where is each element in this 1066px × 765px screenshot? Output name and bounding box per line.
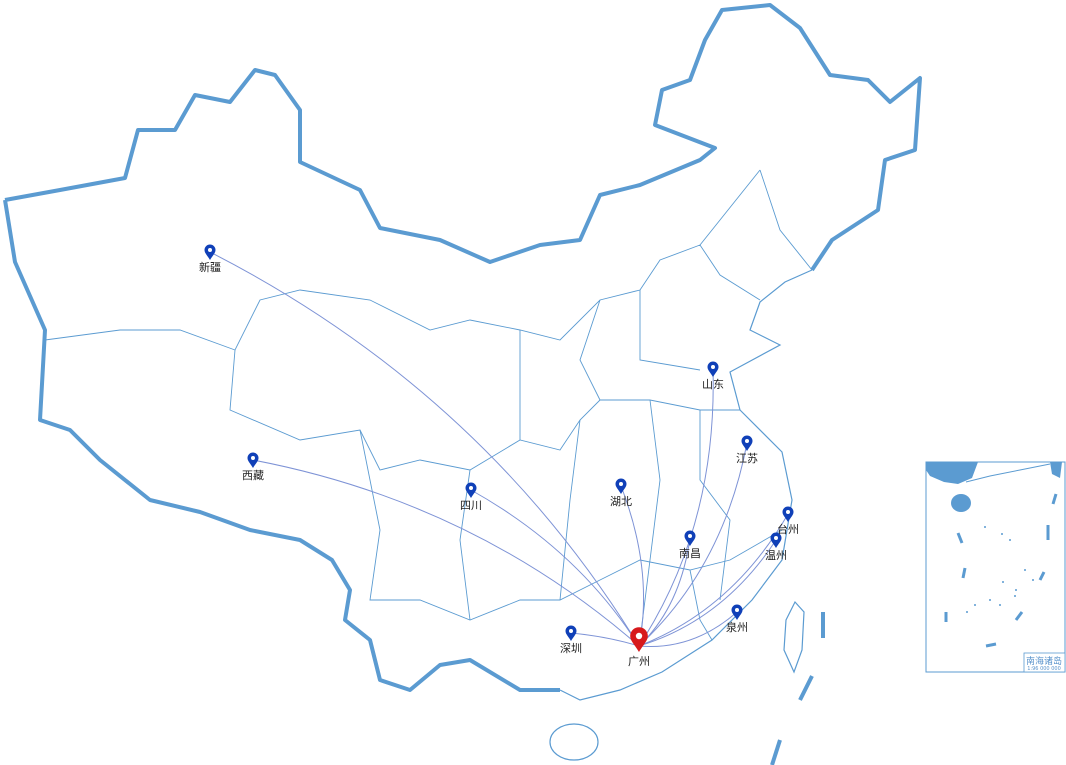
flow-lines: [209, 251, 789, 647]
origin-label: 泉州: [726, 620, 748, 634]
origin-label: 山东: [702, 378, 724, 391]
origin-marker[interactable]: [247, 452, 259, 469]
taiwan-island: [783, 600, 805, 674]
location-pin-icon: [770, 532, 782, 548]
location-pin-icon: [247, 452, 259, 468]
flow-line: [638, 537, 691, 647]
destination-marker[interactable]: [630, 627, 648, 652]
hainan-island: [549, 723, 599, 761]
location-pin-icon: [565, 625, 577, 641]
origin-label: 深圳: [560, 642, 582, 655]
origin-label: 新疆: [199, 260, 221, 274]
origin-label: 江苏: [736, 452, 758, 465]
nine-dash-line: [770, 612, 825, 765]
south-china-sea-inset: 南海诸岛 1:96 000 000: [925, 461, 1066, 673]
province-borders: [44, 169, 813, 641]
southwest-border: [3, 199, 560, 692]
flow-line: [252, 459, 640, 647]
flow-line: [638, 611, 738, 647]
origin-label: 湖北: [610, 495, 632, 508]
location-pin-icon: [782, 506, 794, 522]
origin-marker[interactable]: [615, 478, 627, 495]
china-outline: [3, 3, 922, 765]
flow-line: [638, 513, 789, 647]
origin-marker[interactable]: [465, 482, 477, 499]
origin-marker[interactable]: [684, 530, 696, 546]
origin-marker[interactable]: [707, 361, 719, 378]
origin-marker[interactable]: [741, 435, 753, 451]
origin-marker[interactable]: [204, 244, 216, 260]
origin-label: 台州: [777, 522, 799, 536]
origin-marker[interactable]: [782, 506, 794, 523]
origin-label: 西藏: [242, 469, 264, 482]
destination-label: 广州: [628, 655, 650, 668]
origin-label: 南昌: [679, 547, 701, 560]
location-pin-icon: [731, 604, 743, 620]
flow-line: [638, 539, 777, 647]
location-pin-icon: [615, 478, 627, 494]
origin-label: 温州: [765, 549, 787, 562]
location-pin-icon: [684, 530, 696, 546]
flow-line: [470, 489, 640, 647]
origin-marker[interactable]: [731, 604, 743, 621]
flow-line: [570, 632, 640, 647]
origin-marker[interactable]: [565, 625, 577, 641]
location-pin-icon: [630, 627, 648, 652]
flow-line: [638, 442, 748, 647]
location-pin-icon: [204, 244, 216, 260]
origin-marker[interactable]: [770, 532, 782, 549]
flow-line: [638, 368, 714, 647]
inset-title: 南海诸岛: [1026, 655, 1062, 667]
location-pin-icon: [707, 361, 719, 377]
mainland-border: [4, 3, 922, 272]
origin-label: 四川: [460, 499, 482, 512]
coast-border: [559, 269, 813, 701]
location-pin-icon: [741, 435, 753, 451]
flow-line: [209, 251, 640, 647]
location-pin-icon: [465, 482, 477, 498]
inset-scale: 1:96 000 000: [1027, 666, 1061, 672]
